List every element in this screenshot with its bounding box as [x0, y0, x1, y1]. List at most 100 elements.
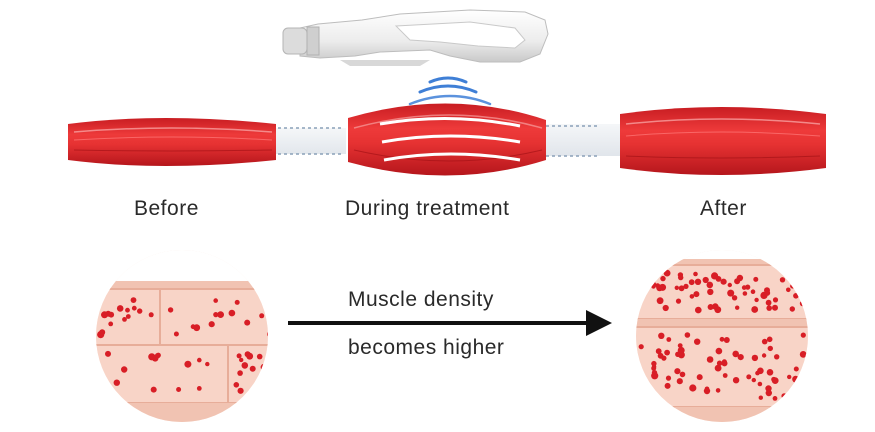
muscle-fiber-dot: [217, 311, 225, 318]
muscle-fiber-dot: [236, 353, 242, 359]
muscle-fiber-dot: [751, 306, 759, 313]
muscle-fiber-dot: [807, 301, 808, 309]
muscle-fiber-dot: [638, 344, 644, 350]
muscle-fiber-dot: [675, 298, 682, 304]
muscle-fiber-dot: [154, 353, 161, 359]
muscle-fiber-dot: [779, 277, 786, 283]
muscle-fiber-dot: [105, 350, 111, 357]
label-after: After: [700, 197, 747, 220]
muscle-fiber-dot: [676, 378, 683, 385]
muscle-fiber-before-icon: [68, 118, 276, 166]
muscle-fiber-dot: [806, 293, 808, 301]
muscle-fiber-dot: [655, 348, 662, 355]
muscle-fiber-dot: [638, 382, 644, 389]
muscle-fiber-dot: [746, 374, 752, 380]
muscle-fiber-dot: [772, 396, 778, 401]
muscle-fiber-dot: [731, 295, 738, 301]
muscle-fiber-dot: [732, 350, 739, 358]
tendon-connector: [270, 124, 625, 157]
muscle-fiber-dot: [693, 291, 700, 298]
muscle-fiber-dot: [721, 360, 728, 367]
muscle-fiber-after-icon: [620, 107, 826, 175]
muscle-fiber-dot: [105, 310, 112, 317]
muscle-fiber-dot: [173, 331, 179, 337]
muscle-fiber-dot: [742, 291, 748, 296]
muscle-fiber-dot: [702, 276, 709, 284]
muscle-fiber-dot: [674, 285, 679, 290]
muscle-fiber-dot: [722, 373, 728, 378]
muscle-fiber-dot: [696, 374, 703, 381]
muscle-fiber-dot: [745, 284, 751, 290]
muscle-fiber-dot: [714, 364, 722, 372]
muscle-fiber-dot: [707, 288, 714, 296]
muscle-fiber-dot: [644, 284, 650, 290]
muscle-fiber-dot: [665, 375, 672, 381]
muscle-fiber-dot: [688, 279, 695, 286]
muscle-fiber-dot: [772, 304, 778, 311]
muscle-fiber-dot: [251, 388, 259, 395]
muscle-fiber-dot: [802, 290, 808, 295]
muscle-fiber-dot: [757, 381, 763, 387]
muscle-fiber-dot: [715, 347, 723, 355]
muscle-fiber-dot: [761, 338, 768, 345]
label-during-treatment: During treatment: [345, 197, 510, 220]
muscle-fiber-dot: [131, 305, 137, 311]
muscle-fiber-dot: [723, 337, 730, 343]
muscle-fiber-dot: [658, 332, 665, 339]
muscle-fiber-dot: [130, 297, 137, 303]
muscle-fiber-dot: [719, 336, 725, 342]
muscle-fiber-dot: [771, 377, 779, 384]
muscle-fiber-dot: [804, 389, 808, 395]
muscle-fiber-dot: [693, 271, 698, 277]
muscle-fiber-dot: [237, 387, 244, 394]
muscle-fiber-dot: [267, 330, 268, 338]
muscle-fiber-dot: [213, 312, 219, 318]
muscle-fiber-dot: [767, 345, 773, 352]
muscle-fiber-dot: [244, 351, 251, 358]
muscle-fiber-dot: [237, 370, 243, 376]
muscle-fiber-dot: [787, 374, 792, 380]
muscle-fiber-dot: [684, 332, 691, 338]
muscle-fiber-dot: [793, 366, 799, 372]
muscle-fiber-dot: [765, 299, 772, 306]
muscle-fiber-dot: [666, 337, 672, 342]
muscle-fiber-dot: [636, 294, 641, 299]
muscle-fiber-dot: [678, 274, 684, 281]
muscle-fiber-dot: [781, 393, 787, 399]
muscle-fiber-dot: [213, 298, 218, 303]
muscle-fiber-dot: [259, 313, 265, 319]
muscle-fiber-dot: [239, 357, 244, 363]
ultrasound-device-icon: [282, 9, 549, 66]
muscle-fiber-dot: [267, 372, 268, 379]
muscle-fiber-dot: [802, 382, 808, 390]
muscle-fiber-dot: [137, 308, 143, 314]
muscle-fiber-dot: [750, 289, 756, 295]
muscle-cross-section-before-icon: [96, 250, 268, 422]
muscle-fiber-dot: [706, 281, 714, 289]
muscle-fiber-dot: [184, 360, 192, 368]
muscle-fiber-dot: [694, 338, 701, 345]
muscle-fiber-dot: [766, 369, 774, 376]
muscle-fiber-dot: [125, 307, 130, 313]
muscle-fiber-dot: [176, 387, 182, 392]
muscle-fiber-dot: [715, 388, 721, 393]
muscle-fiber-dot: [234, 299, 240, 305]
muscle-fiber-dot: [751, 354, 759, 362]
muscle-fiber-dot: [695, 306, 702, 314]
muscle-fiber-dot: [260, 377, 266, 383]
muscle-fiber-dot: [664, 382, 671, 389]
muscle-fiber-dot: [678, 285, 685, 292]
muscle-fiber-dot: [121, 366, 128, 373]
muscle-fiber-dot: [800, 332, 806, 338]
muscle-fiber-dot: [761, 353, 767, 358]
muscle-fiber-dot: [732, 377, 740, 384]
muscle-fiber-dot: [674, 368, 681, 375]
muscle-fiber-dot: [737, 354, 744, 361]
muscle-fiber-dot: [241, 362, 249, 369]
muscle-fiber-dot: [772, 297, 779, 303]
muscle-fiber-dot: [640, 290, 646, 296]
muscle-fiber-dot: [786, 287, 791, 293]
muscle-fiber-during-icon: [348, 103, 546, 176]
muscle-fiber-dot: [755, 370, 760, 376]
